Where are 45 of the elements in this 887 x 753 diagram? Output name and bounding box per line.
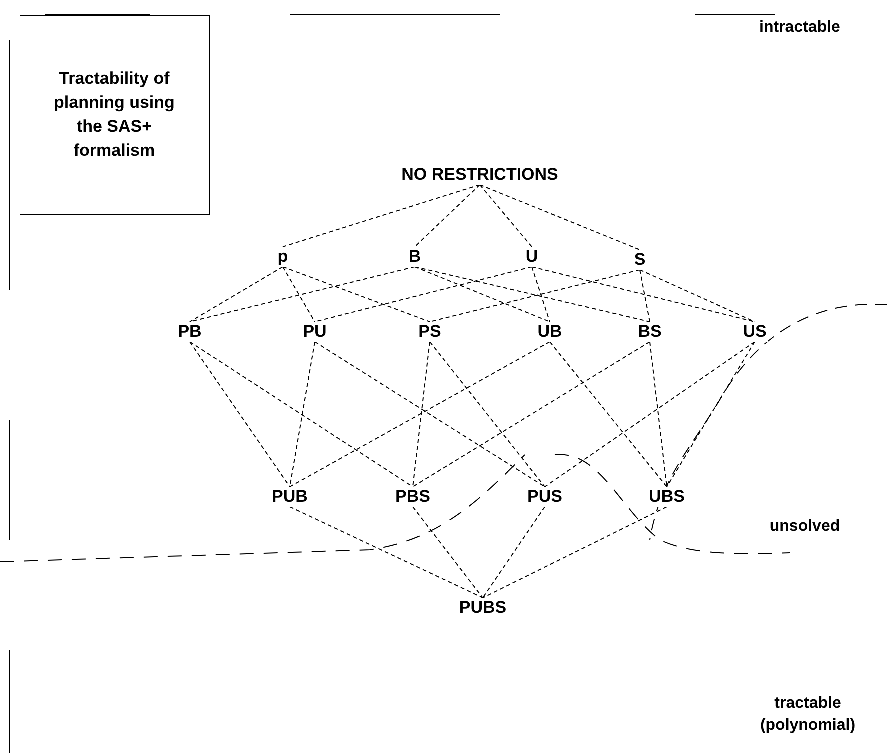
lattice-node-label: B [408,247,422,267]
connector-line [190,266,284,322]
connector-line [640,270,756,322]
connector-line [480,184,532,248]
connector-line [290,506,484,598]
lattice-node-label: PB [177,322,203,342]
connector-line [532,266,550,322]
connector-line [430,270,640,322]
lattice-node-label: PU [302,322,328,342]
connector-line [190,342,414,488]
connector-line [532,266,756,322]
connector-line [414,266,650,322]
connector-line [190,342,290,488]
connector-line [282,266,316,322]
lattice-node-label: p [276,247,290,267]
title-text: Tractability of planning using the SAS+ formalism [53,68,176,162]
lattice-node-label: BS [637,322,663,342]
connector-line [666,342,756,488]
lattice-node-label: S [633,250,647,270]
lattice-node-label: PUS [526,487,564,507]
lattice-node-label: US [742,322,768,342]
connector-line [412,342,650,488]
lattice-node-label: PBS [394,487,432,507]
connector-line [414,184,480,248]
lattice-node-label: UBS [648,487,686,507]
connector-line [414,266,550,322]
lattice-node-label: PUB [271,487,309,507]
connector-line [412,506,484,598]
lattice-node-label: NO RESTRICTIONS [400,165,560,185]
connector-line [282,184,480,248]
connector-line [640,270,650,322]
lattice-node-label: U [524,247,540,267]
title-box [20,15,210,215]
connector-line [282,266,430,322]
connector-line [430,342,546,488]
connector-line [412,342,430,488]
lattice-node-label: UB [536,322,564,342]
connector-line [482,506,546,598]
connector-line [544,342,756,488]
connector-line [190,266,416,322]
connector-line [480,184,640,250]
connector-line [482,506,668,598]
connector-line [650,342,668,488]
connector-line [550,342,668,488]
lattice-node-label: PS [418,322,442,342]
